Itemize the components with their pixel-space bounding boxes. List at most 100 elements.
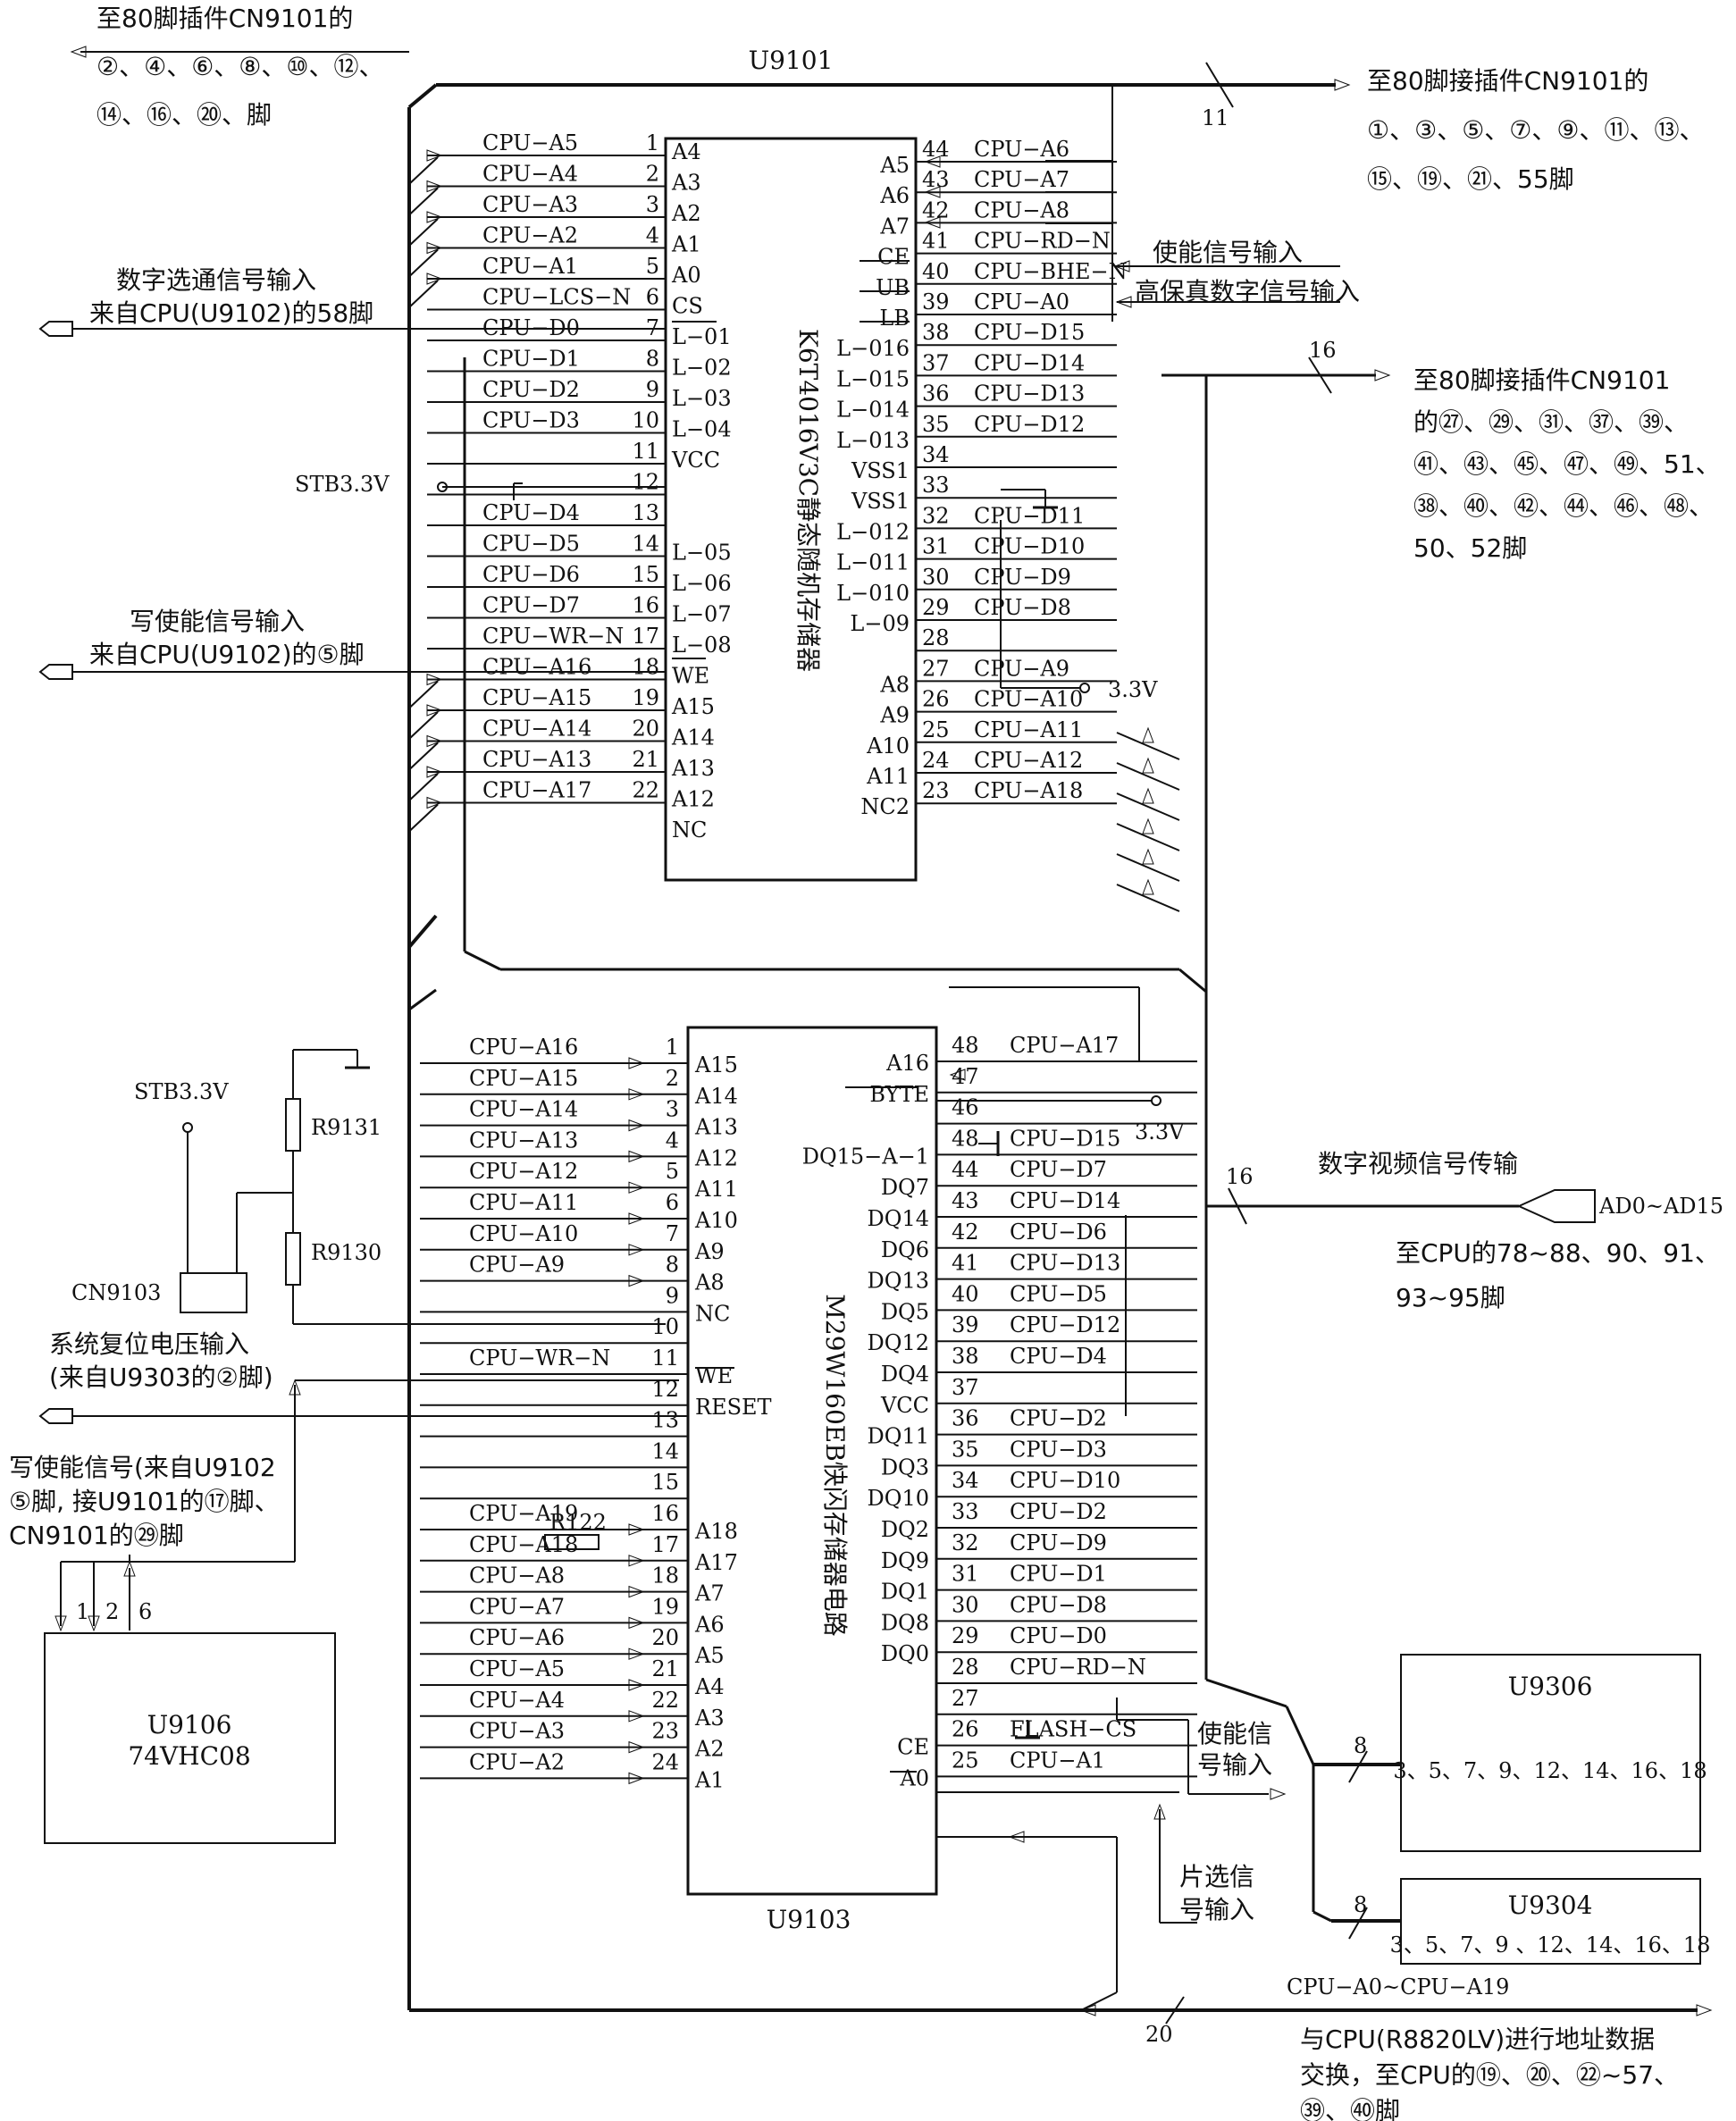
u9101-net-10: CPU−D3	[482, 408, 580, 433]
arrow-head	[289, 1379, 301, 1396]
u9103-net-18: CPU−A8	[469, 1564, 565, 1589]
u9101-pinname-44: A5	[879, 153, 910, 178]
bus-entry	[408, 187, 439, 216]
u9103-pinnum-22: 22	[651, 1688, 679, 1713]
u9101-net-20: CPU−A14	[482, 717, 591, 742]
arrow-head	[628, 1585, 645, 1598]
wire	[1285, 1706, 1315, 1765]
u9103-pinname-34: DQ10	[868, 1486, 929, 1511]
bus-join	[408, 988, 437, 1011]
u9103-net-7: CPU−A10	[469, 1221, 578, 1246]
note-top-left-1: ②、④、⑥、⑧、⑩、⑫、	[96, 52, 384, 81]
bus-entry	[1116, 732, 1180, 760]
u9103-pinnum-5: 5	[666, 1159, 679, 1184]
note-video: 数字视频信号传输	[1318, 1149, 1518, 1178]
u9106-box	[44, 1632, 336, 1844]
u9101-pinnum-40: 40	[922, 259, 950, 284]
note-right-data-1: 的㉗、㉙、㉛、㊲、㊴、	[1413, 407, 1689, 437]
u9101-net-36: CPU−D13	[974, 381, 1085, 407]
bus-entry	[1116, 762, 1180, 791]
u9101-pinname-36: L−014	[836, 398, 910, 423]
u9101-pinname-35: L−013	[836, 428, 910, 453]
u9101-pinnum-32: 32	[922, 503, 950, 528]
u9103-ref: U9103	[767, 1905, 851, 1934]
bus-slash	[1348, 1750, 1368, 1783]
note-hifi-in: 高保真数字信号输入	[1135, 277, 1360, 306]
arrow-head	[55, 1615, 67, 1632]
u9103-net-38: CPU−D4	[1010, 1344, 1107, 1369]
u9101-pinnum-23: 23	[922, 778, 950, 803]
u9103-pinname-20: A5	[694, 1643, 725, 1668]
u9103-pinname-9: NC	[695, 1301, 730, 1326]
u9103-net-41: CPU−D13	[1010, 1251, 1120, 1276]
note-top-left-2: ⑭、⑯、⑳、脚	[96, 100, 272, 130]
bus-entry	[408, 680, 439, 709]
u9103-pinnum-28: 28	[952, 1655, 979, 1680]
u9103-net-6: CPU−A11	[469, 1190, 578, 1215]
u9101-pinname-23: NC2	[860, 794, 910, 819]
u9103-pinnum-42: 42	[952, 1220, 979, 1245]
u9101-pinnum-25: 25	[922, 717, 950, 742]
cs-input-connector	[38, 321, 73, 337]
u9103-pinname-26: CE	[897, 1735, 929, 1760]
u9103-net-48: CPU−D15	[1010, 1126, 1120, 1151]
u9103-pinname-17: A17	[694, 1550, 738, 1575]
u9103-net-4: CPU−A13	[469, 1128, 578, 1153]
note-bus-bottom-2: ㊴、㊵脚	[1300, 2096, 1400, 2121]
u9304-pins: 3、5、7、9 、12、14、16、18	[1390, 1932, 1711, 1958]
u9103-pinnum-26: 26	[952, 1717, 979, 1742]
r9130-label: R9130	[311, 1240, 382, 1265]
u9103-pinnum-44: 44	[952, 1157, 979, 1182]
u9101-net-17: CPU−WR−N	[482, 624, 624, 649]
u9103-net-16: CPU−A19	[469, 1501, 578, 1526]
u9103-pinname-4: A12	[694, 1145, 738, 1170]
u9101-pinnum-15: 15	[632, 562, 659, 587]
u9101-net-4: CPU−A2	[482, 223, 578, 248]
note-chipsel-0: 片选信	[1179, 1862, 1254, 1891]
u9103-pinname-48: A16	[885, 1051, 929, 1076]
u9101-net-7: CPU−D0	[482, 315, 580, 340]
u9103-net-26: FLASH−CS	[1010, 1717, 1136, 1742]
u9101-pinname-14: L−05	[672, 541, 732, 566]
u9101-pinname-39: LB	[879, 306, 910, 331]
u9103-pinname-25: A0	[899, 1765, 929, 1790]
u9103-pinnum-36: 36	[952, 1406, 979, 1431]
cn9103-box	[180, 1272, 247, 1313]
u9304-ref: U9304	[1508, 1890, 1593, 1920]
u9103-3v3-dot	[1151, 1095, 1162, 1106]
r122-resistor	[544, 1534, 600, 1550]
u9101-pinnum-24: 24	[922, 748, 950, 773]
u9103-pinname-37: VCC	[880, 1393, 929, 1418]
bus-slash	[1165, 1996, 1185, 2025]
u9103-pinnum-33: 33	[952, 1499, 979, 1524]
note-enable-in: 使能信号输入	[1153, 238, 1303, 267]
note-we2-1: ⑤脚, 接U9101的⑰脚、	[9, 1487, 280, 1516]
u9103-pinname-7: A9	[694, 1239, 725, 1264]
u9103-pinnum-48: 48	[952, 1033, 979, 1058]
arrow-head	[1270, 1788, 1287, 1800]
bus-top-arrow	[1334, 79, 1351, 91]
u9101-net-24: CPU−A12	[974, 748, 1083, 773]
arrow-head	[924, 216, 941, 229]
u9101-pinname-33: VSS1	[851, 489, 910, 514]
u9103-pinname-12: RESET	[695, 1395, 772, 1420]
u9101-pinnum-12: 12	[632, 470, 659, 495]
u9101-net-14: CPU−D5	[482, 532, 580, 557]
u9103-pinnum-3: 3	[666, 1097, 679, 1122]
u9101-3v3-dot	[1079, 683, 1090, 693]
arrow-head	[924, 186, 941, 198]
arrow-head	[628, 1119, 645, 1132]
arrow-head	[628, 1523, 645, 1536]
u9103-net-42: CPU−D6	[1010, 1220, 1107, 1245]
u9101-net-9: CPU−D2	[482, 377, 580, 402]
u9101-net-16: CPU−D7	[482, 593, 580, 618]
u9103-pinnum-48: 48	[952, 1126, 979, 1151]
u9103-pinnum-24: 24	[651, 1749, 679, 1774]
u9103-pinname-19: A6	[694, 1612, 725, 1637]
u9101-net-18: CPU−A16	[482, 655, 591, 680]
arrow-head	[88, 1615, 100, 1632]
bus-entry	[408, 218, 439, 247]
note-to-cpu-1: 93~95脚	[1396, 1283, 1505, 1312]
u9306-box	[1400, 1654, 1701, 1852]
